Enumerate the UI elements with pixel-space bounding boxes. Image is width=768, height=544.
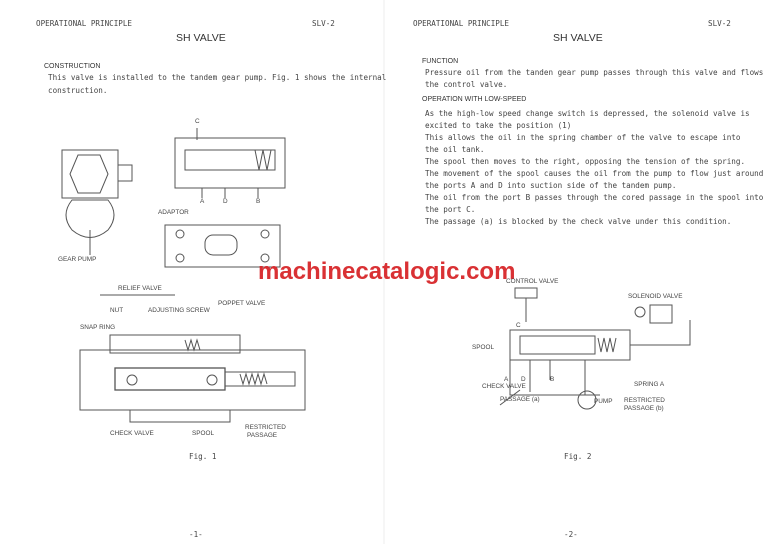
label-c: C [516,322,521,329]
label-restricted: RESTRICTED [245,424,286,431]
page-title: SH VALVE [553,32,603,44]
label-poppet-valve: POPPET VALVE [218,300,266,307]
section-heading: CONSTRUCTION [44,63,101,70]
label-adaptor: ADAPTOR [158,209,189,216]
label-c: C [195,118,200,125]
page-code: SLV-2 [312,19,335,28]
page-number: -1- [189,530,203,539]
fig1-relief-valve-drawing [79,294,306,423]
label-nut: NUT [110,307,124,314]
label-d: D [223,198,228,205]
figure-caption: Fig. 1 [189,452,217,461]
label-spool: SPOOL [192,430,215,437]
label-check-valve: CHECK VALVE [110,430,154,437]
label-a: A [504,376,509,383]
page-number: -2- [564,530,578,539]
subsection-heading: OPERATION WITH LOW-SPEED [422,96,527,103]
label-spool: SPOOL [472,344,495,351]
label-passage-b: PASSAGE (b) [624,405,664,412]
label-gear-pump: GEAR PUMP [58,256,97,263]
label-snap-ring: SNAP RING [80,324,116,331]
body-line: This allows the oil in the spring chambe… [425,133,741,142]
body-line: Pressure oil from the tanden gear pump p… [425,68,768,77]
page-header: OPERATIONAL PRINCIPLE [413,19,510,28]
body-line: This valve is installed to the tandem ge… [48,73,387,82]
label-control-valve: CONTROL VALVE [506,278,559,285]
label-check-valve: CHECK VALVE [482,383,526,390]
label-pump: PUMP [594,398,613,405]
label-spring-a: SPRING A [634,381,665,388]
body-line: The movement of the spool causes the oil… [425,169,764,178]
body-line: the ports A and D into suction side of t… [425,181,677,190]
label-passage: PASSAGE [247,432,278,439]
body-line: the port C. [425,205,476,214]
label-restricted: RESTRICTED [624,397,665,404]
body-line: the control valve. [425,80,508,89]
label-a: A [200,198,205,205]
label-adjusting-screw: ADJUSTING SCREW [148,307,210,314]
page-header: OPERATIONAL PRINCIPLE [36,19,133,28]
label-relief-valve: RELIEF VALVE [118,285,162,292]
fig1-top-valve-drawing [61,0,385,544]
fig2-hydraulic-circuit-drawing [499,287,691,410]
section-heading: FUNCTION [422,58,459,65]
page-title: SH VALVE [176,32,226,44]
label-solenoid-valve: SOLENOID VALVE [628,293,683,300]
body-line: excited to take the position (1) [425,121,572,130]
body-line: the oil tank. [425,145,485,154]
body-line: The spool then moves to the right, oppos… [425,157,746,166]
label-b: B [256,198,261,205]
body-line: As the high-low speed change switch is d… [425,109,750,118]
body-line: construction. [48,86,108,95]
body-line: The oil from the port B passes through t… [425,193,764,202]
body-line: The passage (a) is blocked by the check … [425,217,732,226]
label-passage-a: PASSAGE (a) [500,396,540,403]
label-b: B [550,376,555,383]
watermark: machinecatalogic.com [258,258,516,285]
figure-caption: Fig. 2 [564,452,592,461]
label-d: D [521,376,526,383]
page-code: SLV-2 [708,19,731,28]
